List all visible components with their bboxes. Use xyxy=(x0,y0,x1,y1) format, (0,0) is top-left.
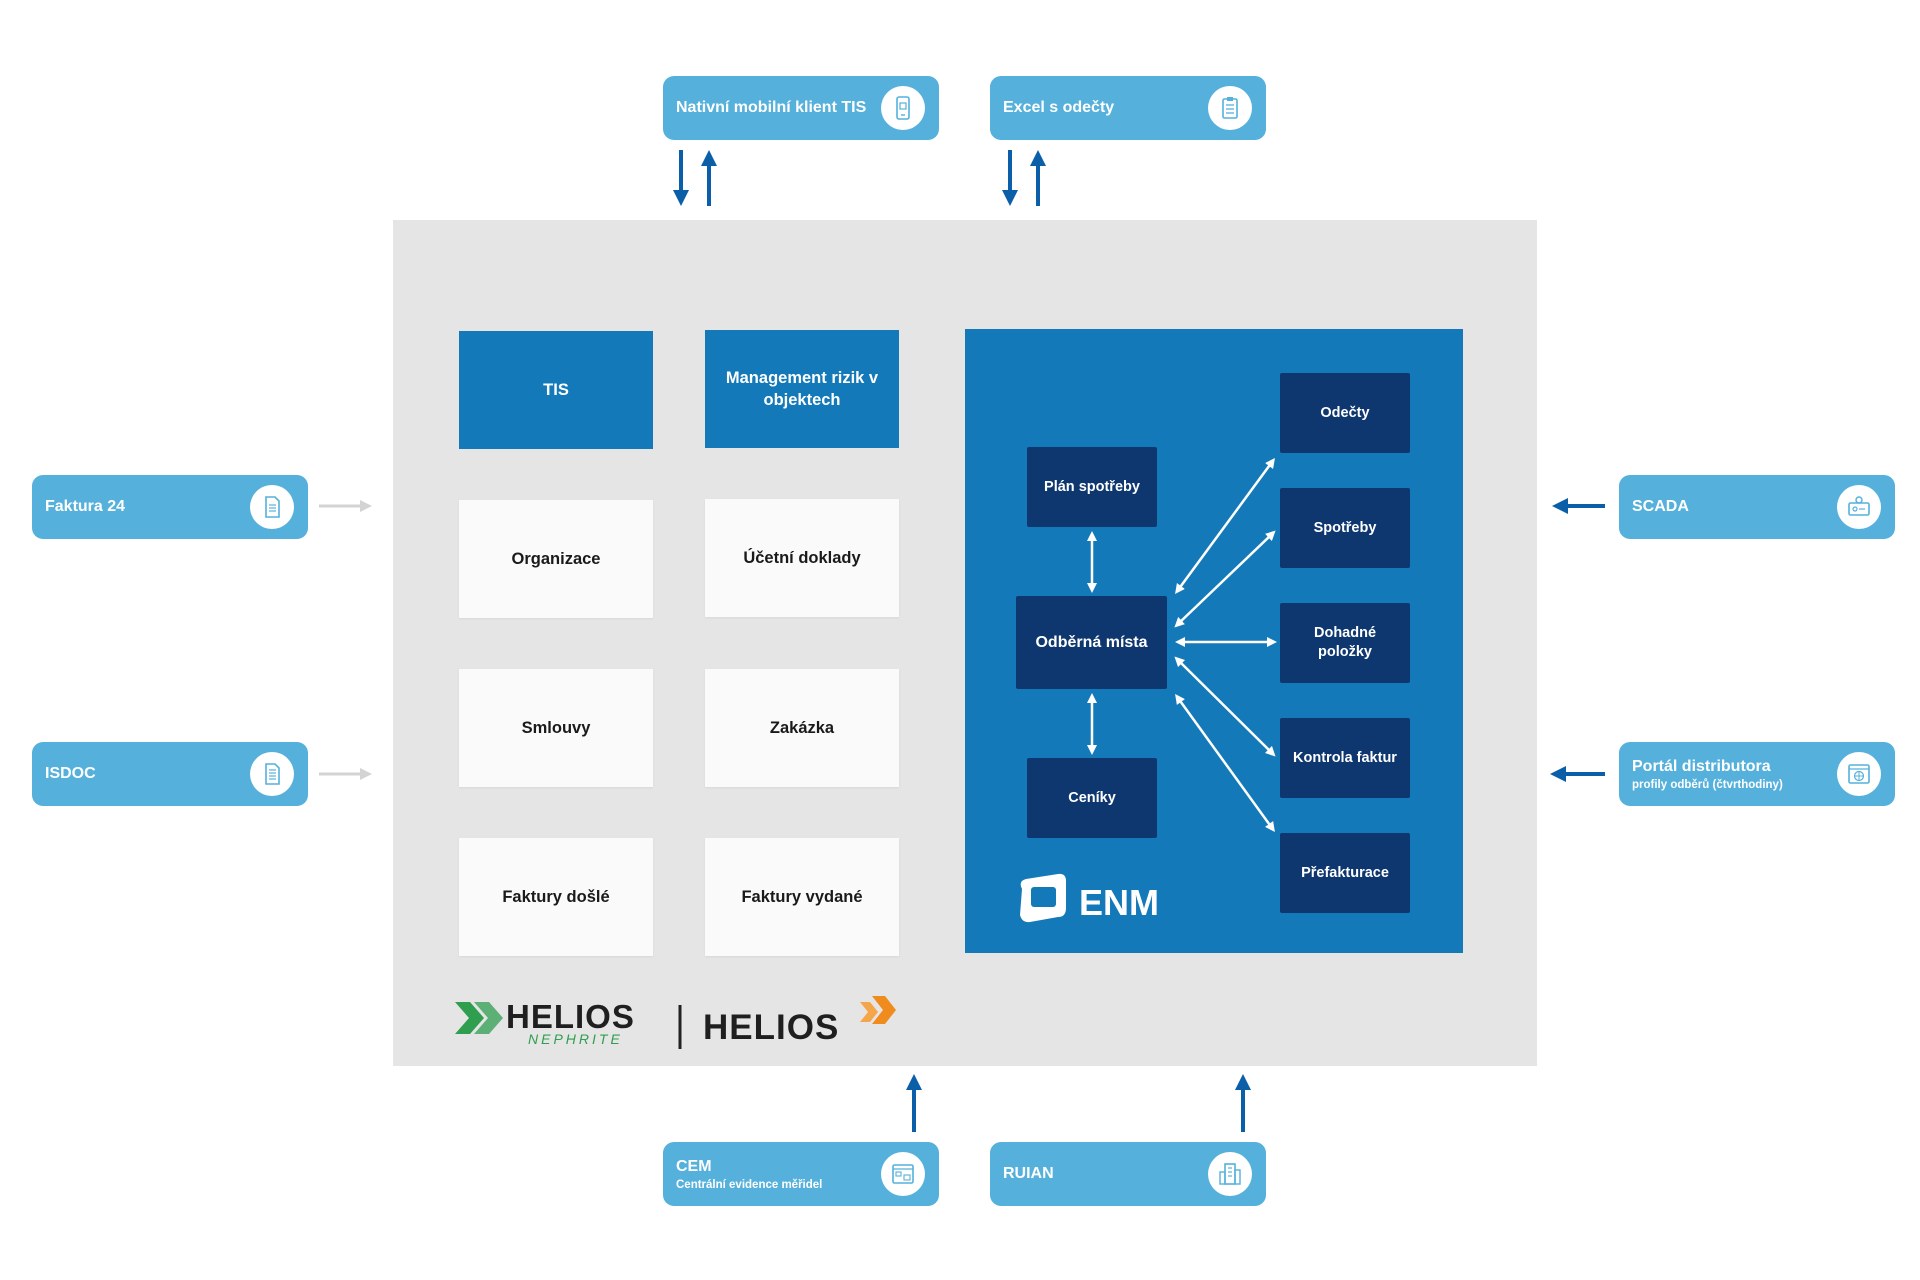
helios-logo: HELIOS xyxy=(703,1008,840,1047)
module-ucetni[interactable]: Účetní doklady xyxy=(705,499,899,617)
ext-cem-subtitle: Centrální evidence měřidel xyxy=(676,1178,823,1191)
module-ucetni-label: Účetní doklady xyxy=(743,549,861,567)
ext-scada-title: SCADA xyxy=(1632,498,1689,515)
enm-dohadne-label: Dohadné položky xyxy=(1313,625,1377,660)
web-browser-icon xyxy=(1837,752,1881,796)
ext-excel[interactable]: Excel s odečty xyxy=(990,76,1266,140)
clipboard-list-icon xyxy=(1208,86,1252,130)
enm-plan-label: Plán spotřeby xyxy=(1044,478,1140,495)
module-faktury-dosle[interactable]: Faktury došlé xyxy=(459,838,653,956)
enm-odberna-label: Odběrná místa xyxy=(1035,634,1148,651)
enm-prefakturace-label: Přefakturace xyxy=(1301,864,1389,881)
ext-ruian-title: RUIAN xyxy=(1003,1165,1054,1182)
helios-nephrite-logo: HELIOS NEPHRITE xyxy=(506,998,656,1047)
document-lines-icon xyxy=(250,752,294,796)
ext-excel-title: Excel s odečty xyxy=(1003,99,1115,116)
module-smlouvy-label: Smlouvy xyxy=(521,719,591,737)
document-icon xyxy=(250,485,294,529)
module-faktury-dosle-label: Faktury došlé xyxy=(502,888,610,906)
web-window-icon xyxy=(881,1152,925,1196)
ext-faktura24-title: Faktura 24 xyxy=(45,498,126,515)
enm-ceniky[interactable]: Ceníky xyxy=(1027,758,1157,838)
module-zakazka-label: Zakázka xyxy=(769,719,835,737)
enm-prefakturace[interactable]: Přefakturace xyxy=(1280,833,1410,913)
enm-odberna-mista[interactable]: Odběrná místa xyxy=(1016,596,1167,689)
arrow-odberna-prefakturace xyxy=(1175,693,1275,833)
module-zakazka[interactable]: Zakázka xyxy=(705,669,899,787)
enm-plan-spotreby[interactable]: Plán spotřeby xyxy=(1027,447,1157,527)
ext-faktura24[interactable]: Faktura 24 xyxy=(32,475,308,539)
ext-ruian[interactable]: RUIAN xyxy=(990,1142,1266,1206)
ext-isdoc[interactable]: ISDOC xyxy=(32,742,308,806)
module-risk[interactable]: Management rizik v objektech xyxy=(705,330,899,448)
ext-portal-subtitle: profily odběrů (čtvrthodiny) xyxy=(1632,778,1783,791)
enm-odecty[interactable]: Odečty xyxy=(1280,373,1410,453)
enm-kontrola-faktur[interactable]: Kontrola faktur xyxy=(1280,718,1410,798)
ext-isdoc-title: ISDOC xyxy=(45,765,96,782)
enm-logo-label: ENM xyxy=(1079,882,1159,923)
building-icon xyxy=(1208,1152,1252,1196)
module-organizace-label: Organizace xyxy=(511,550,601,568)
module-smlouvy[interactable]: Smlouvy xyxy=(459,669,653,787)
ext-mobile-title: Nativní mobilní klient TIS xyxy=(676,99,867,116)
enm-spotreby-label: Spotřeby xyxy=(1313,519,1377,536)
ext-cem-title: CEM xyxy=(676,1157,712,1175)
module-organizace[interactable]: Organizace xyxy=(459,500,653,618)
enm-spotreby[interactable]: Spotřeby xyxy=(1280,488,1410,568)
module-tis[interactable]: TIS xyxy=(459,331,653,449)
enm-odecty-label: Odečty xyxy=(1320,404,1370,421)
enm-kontrola-label: Kontrola faktur xyxy=(1293,749,1397,766)
helios-nephrite-wordmark: HELIOS xyxy=(506,998,635,1035)
ext-scada[interactable]: SCADA xyxy=(1619,475,1895,539)
enm-dohadne-polozky[interactable]: Dohadné položky xyxy=(1280,603,1410,683)
ext-mobile-client[interactable]: Nativní mobilní klient TIS xyxy=(663,76,939,140)
module-faktury-vydane-label: Faktury vydané xyxy=(741,888,863,906)
ext-cem[interactable]: CEM Centrální evidence měřidel xyxy=(663,1142,939,1206)
control-monitor-icon xyxy=(1837,485,1881,529)
module-risk-label: Management rizik v objektech xyxy=(725,369,879,409)
ext-portal-title: Portál distributora xyxy=(1632,757,1771,775)
module-faktury-vydane[interactable]: Faktury vydané xyxy=(705,838,899,956)
enm-ceniky-label: Ceníky xyxy=(1068,789,1116,806)
ext-portal[interactable]: Portál distributora profily odběrů (čtvr… xyxy=(1619,742,1895,806)
mobile-qr-icon xyxy=(881,86,925,130)
arrow-odberna-spotreby xyxy=(1174,530,1276,628)
nephrite-wordmark: NEPHRITE xyxy=(528,1031,623,1047)
module-tis-label: TIS xyxy=(543,381,569,399)
